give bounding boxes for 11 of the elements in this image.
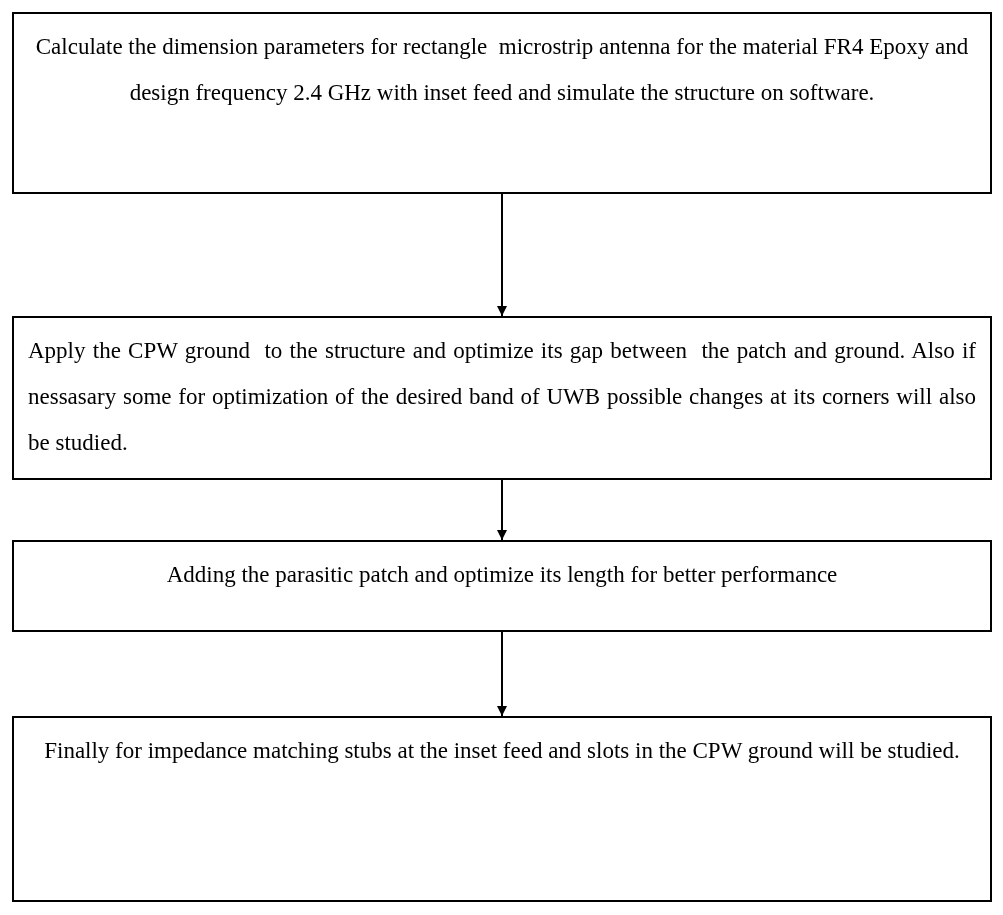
process-box bbox=[12, 716, 992, 902]
process-box bbox=[12, 540, 992, 632]
process-box bbox=[12, 12, 992, 194]
arrow bbox=[497, 193, 507, 317]
step-text: Finally for impedance matching stubs at the inset feed and slots in the CPW ground will be studied. bbox=[43, 737, 961, 765]
arrow bbox=[497, 631, 507, 717]
step-text: Calculate the dimension parameters for rectangle microstrip antenna for the material FR4 Epoxy and design frequency 2.4 GHz with inset feed and simulate the structure on software. bbox=[34, 33, 970, 107]
process-box bbox=[12, 316, 992, 480]
arrow bbox=[497, 479, 507, 541]
step-text: Apply the CPW ground to the structure and optimize its gap between the patch and ground. Also if nessasary some for optimization of the desired band of UWB possible changes at its corners will also be studied. bbox=[28, 337, 976, 457]
step-text: Adding the parasitic patch and optimize its length for better performance bbox=[165, 561, 839, 589]
